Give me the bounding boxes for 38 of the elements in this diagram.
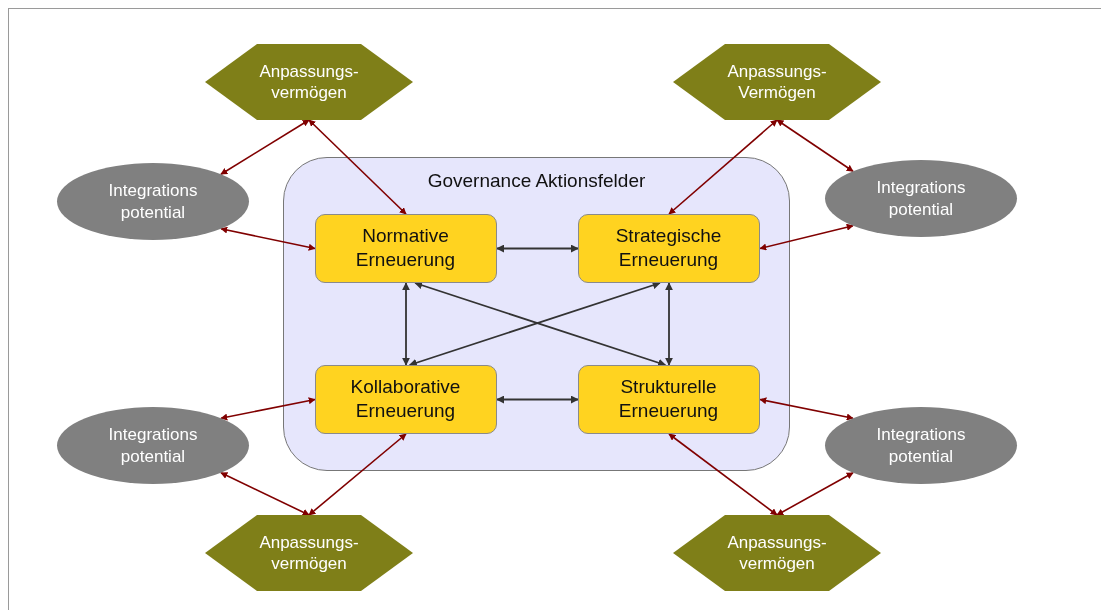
- connector-arrow: [665, 282, 673, 366]
- connector-arrow: [759, 223, 854, 251]
- process-box: [314, 364, 497, 434]
- process-box: [577, 213, 760, 283]
- process-box: [577, 364, 760, 434]
- node-label: Kollaborative Erneuerung: [349, 375, 462, 423]
- node-label: Anpassungs- Vermögen: [726, 60, 828, 104]
- connector-arrow: [220, 119, 310, 176]
- node-label: Integrations potential: [875, 177, 967, 220]
- connector-arrow: [220, 226, 316, 251]
- hexagon-node: [673, 44, 881, 120]
- node-label: Integrations potential: [107, 424, 199, 467]
- node-label: Integrations potential: [107, 180, 199, 223]
- process-box: [314, 213, 497, 283]
- node-label: Normative Erneuerung: [354, 224, 457, 272]
- connector-arrow: [220, 471, 310, 516]
- group-title: Governance Aktionsfelder: [427, 170, 646, 193]
- connector-arrow: [759, 397, 854, 421]
- connector-arrow: [776, 119, 854, 173]
- hexagon-node: [205, 515, 413, 591]
- node-label: Anpassungs- vermögen: [258, 60, 360, 104]
- connector-arrow: [496, 244, 579, 253]
- node-label: Strategische Erneuerung: [614, 224, 723, 272]
- group-container: [283, 157, 790, 471]
- node-label: Integrations potential: [875, 424, 967, 467]
- connector-arrow: [402, 282, 410, 366]
- connector-arrow: [308, 433, 407, 516]
- hexagon-node: [673, 515, 881, 591]
- connector-arrow: [668, 433, 778, 516]
- connector-arrow: [496, 395, 579, 404]
- node-label: Anpassungs- vermögen: [726, 531, 828, 575]
- connector-arrow: [668, 119, 778, 215]
- hexagon-node: [205, 44, 413, 120]
- connector-arrow: [308, 119, 407, 215]
- node-label: Anpassungs- vermögen: [258, 531, 360, 575]
- connector-arrow: [220, 397, 316, 421]
- node-label: Strukturelle Erneuerung: [617, 375, 720, 423]
- connector-arrow: [776, 471, 854, 516]
